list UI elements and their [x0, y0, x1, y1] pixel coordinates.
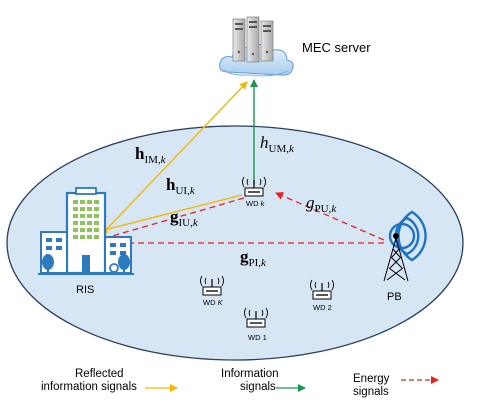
mec-server-label: MEC server [302, 40, 371, 55]
energy-signal-wd-to-ris [87, 197, 245, 245]
router-icon [242, 176, 266, 197]
channel-g-IU-k: gIU,k [170, 207, 199, 229]
wd-1-label: WD 1 [248, 333, 267, 342]
router-icon [310, 279, 334, 300]
legend-information-label-1: Information [221, 368, 279, 380]
legend-reflected-label-1: Reflected [75, 368, 124, 380]
channel-h-IM-k: hIM,k [135, 144, 167, 166]
channel-g-PI-k: gPI,k [240, 247, 267, 269]
pb-mast [383, 233, 409, 282]
pb-label: PB [387, 291, 402, 303]
reflected-signal-ris-to-mec [103, 81, 248, 233]
server-icon [232, 16, 274, 63]
router-icon [244, 307, 268, 328]
coverage-area [6, 125, 464, 361]
router-icon [200, 275, 224, 296]
information-signal-wd-to-ris [99, 194, 243, 234]
legend: Reflected information signals Informatio… [41, 368, 439, 398]
building-icon [38, 187, 134, 275]
channel-h-UI-k: hUI,k [166, 175, 196, 197]
ris-label: RIS [76, 284, 94, 296]
wd-2-label: WD 2 [313, 303, 332, 312]
legend-information-label-2: signals [240, 381, 276, 393]
legend-energy-label-2: signals [353, 386, 389, 398]
wd-K-label: WD K [203, 298, 224, 307]
channel-g-PU-k: gPU,k [306, 193, 337, 215]
wd-k-label: WD k [246, 199, 266, 208]
legend-energy-label-1: Energy [353, 373, 390, 385]
channel-h-UM-k: hUM,k [260, 133, 295, 155]
legend-reflected-label-2: information signals [41, 381, 137, 393]
